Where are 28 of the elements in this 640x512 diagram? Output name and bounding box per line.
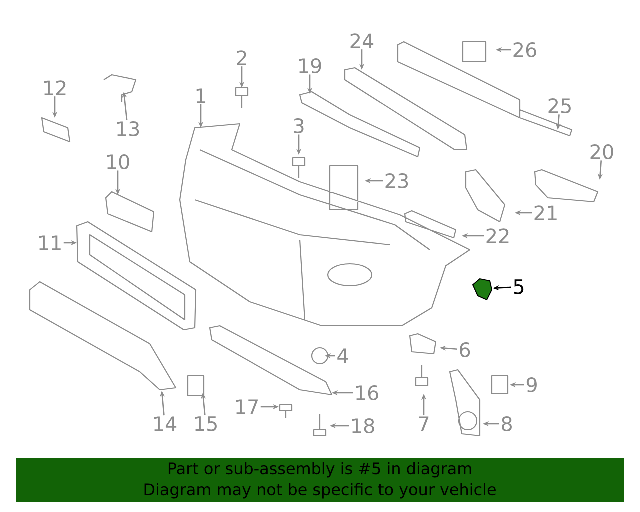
callout-number: 7: [419, 416, 429, 432]
callout-number: 3: [294, 118, 304, 134]
callout-number: 20: [590, 144, 614, 160]
callout-number: 10: [108, 154, 130, 170]
callout-number: 14: [154, 416, 177, 432]
callout-number: 25: [548, 98, 571, 114]
callout-number: 16: [356, 385, 378, 401]
callout-number: 8: [502, 416, 512, 432]
callout-number: 18: [352, 418, 374, 434]
callout-number: 2: [237, 50, 246, 66]
callout-number: 21: [534, 206, 557, 220]
callout-number: 13: [118, 121, 140, 137]
callout-number: 11: [40, 236, 61, 250]
callout-number: 5: [514, 280, 524, 294]
callout-number: 4: [338, 348, 348, 364]
callout-number: 19: [300, 58, 322, 74]
callout-number: 12: [44, 80, 66, 96]
callout-number: 26: [514, 42, 536, 58]
callout-number: 23: [386, 173, 408, 189]
callout-number: 24: [350, 34, 374, 48]
callout-number: 6: [460, 342, 470, 358]
callout-number: 17: [236, 400, 258, 414]
callout-number: 15: [196, 416, 217, 432]
banner-text: Diagram may not be specific to your vehicle: [144, 483, 496, 499]
banner-text: Part or sub-assembly is #5 in diagram: [168, 462, 472, 478]
callout-number: 9: [526, 377, 537, 393]
callout-number: 22: [486, 228, 509, 244]
callout-number: 1: [196, 88, 206, 104]
